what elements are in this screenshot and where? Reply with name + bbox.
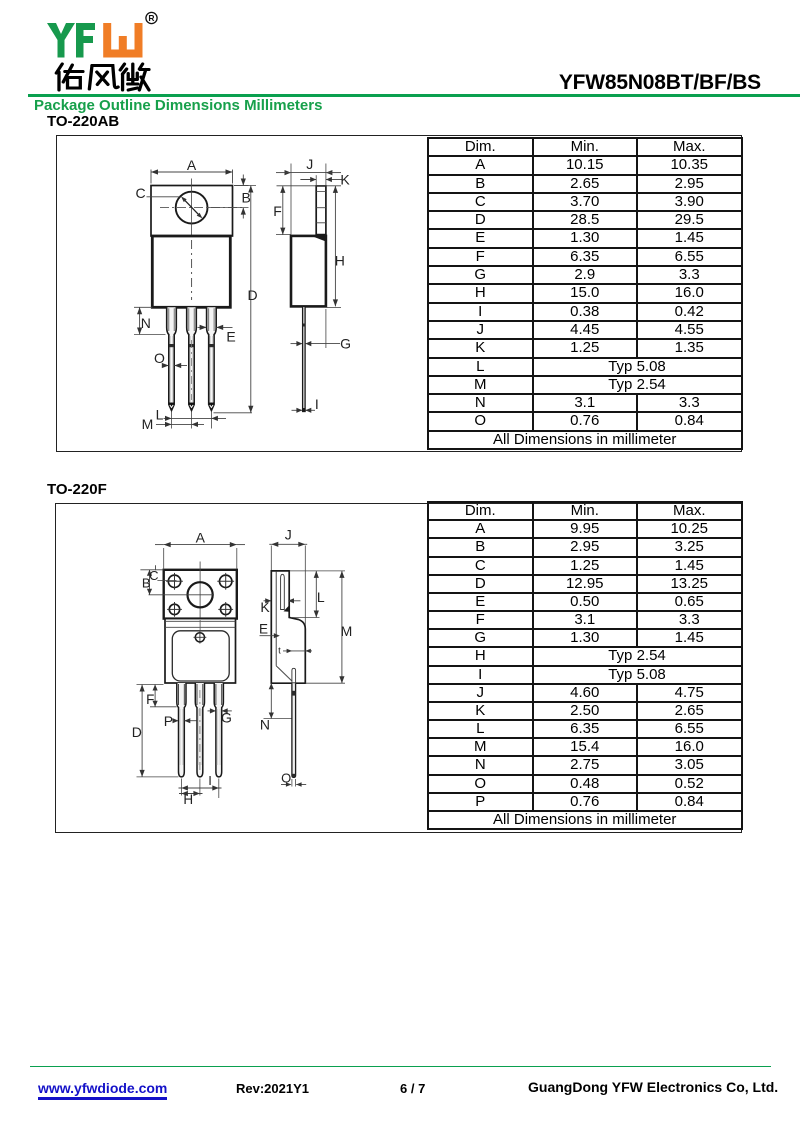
svg-text:G: G [340,336,351,352]
svg-text:N: N [260,717,270,733]
svg-text:I: I [208,773,212,788]
svg-text:F: F [273,203,282,219]
svg-text:C: C [149,568,158,583]
svg-text:M: M [341,623,353,639]
svg-text:O: O [154,350,165,366]
svg-text:K: K [260,599,270,615]
svg-text:D: D [132,724,142,740]
svg-text:J: J [306,156,313,172]
svg-text:I: I [315,396,319,412]
svg-text:K: K [340,172,350,188]
svg-text:L: L [317,589,325,605]
svg-text:O: O [281,771,291,786]
svg-text:P: P [164,713,173,729]
svg-text:R: R [148,13,154,23]
svg-text:H: H [183,792,193,807]
svg-text:t: t [278,646,281,657]
svg-text:M: M [142,416,154,432]
svg-text:B: B [242,190,251,206]
svg-text:L: L [156,407,164,423]
svg-text:N: N [141,315,151,331]
svg-text:D: D [247,287,257,303]
svg-text:E: E [226,329,235,345]
svg-text:J: J [285,527,292,543]
svg-text:F: F [146,692,154,707]
svg-text:B: B [142,576,151,591]
svg-text:A: A [196,529,206,545]
svg-text:E: E [259,622,268,637]
svg-text:A: A [187,157,197,173]
svg-text:H: H [335,253,345,269]
svg-text:G: G [221,710,232,726]
svg-text:C: C [135,185,145,201]
